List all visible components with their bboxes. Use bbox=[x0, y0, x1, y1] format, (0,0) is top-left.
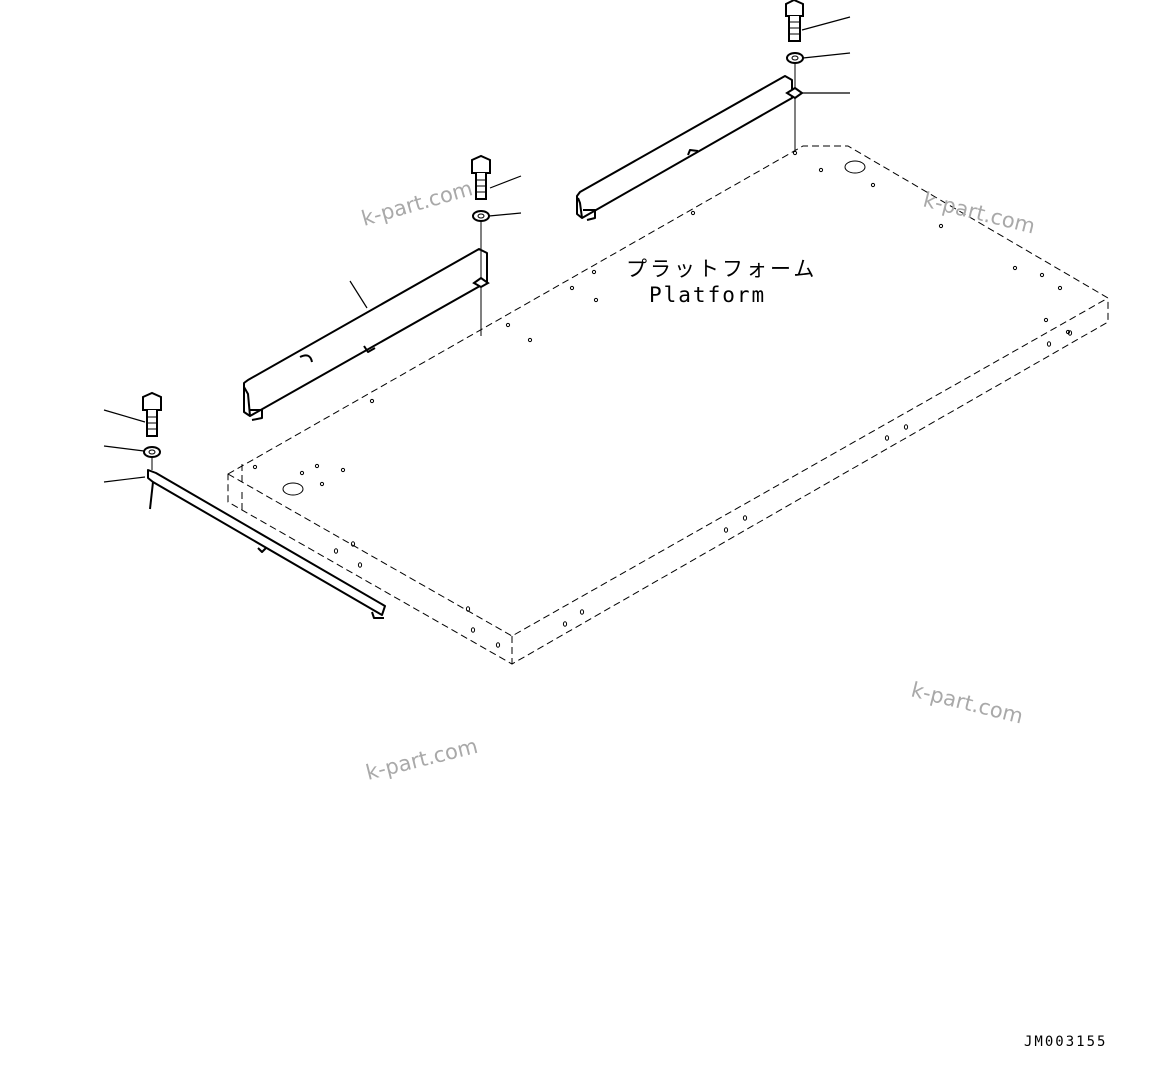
bolt-top-right bbox=[785, 0, 804, 42]
bolt-bottom-left bbox=[142, 391, 162, 437]
bolt-middle bbox=[471, 154, 491, 200]
watermark: k-part.com bbox=[909, 678, 1026, 729]
leader-lines bbox=[103, 16, 851, 483]
washers bbox=[143, 52, 804, 458]
bracket-bottom-left bbox=[147, 469, 386, 619]
bracket-middle bbox=[243, 248, 488, 421]
platform-outline bbox=[227, 145, 1109, 665]
platform-holes bbox=[252, 150, 1073, 648]
platform-large-hole bbox=[844, 160, 866, 174]
platform-large-hole bbox=[282, 482, 304, 496]
platform-label-en: Platform bbox=[649, 283, 766, 307]
figure-code: JM003155 bbox=[1024, 1034, 1107, 1050]
watermark: k-part.com bbox=[363, 734, 480, 785]
bracket-top-right bbox=[576, 75, 793, 221]
center-lines bbox=[151, 63, 796, 470]
platform-label-jp: プラットフォーム bbox=[626, 257, 817, 281]
watermark: k-part.com bbox=[921, 188, 1038, 239]
watermark: k-part.com bbox=[359, 176, 476, 231]
